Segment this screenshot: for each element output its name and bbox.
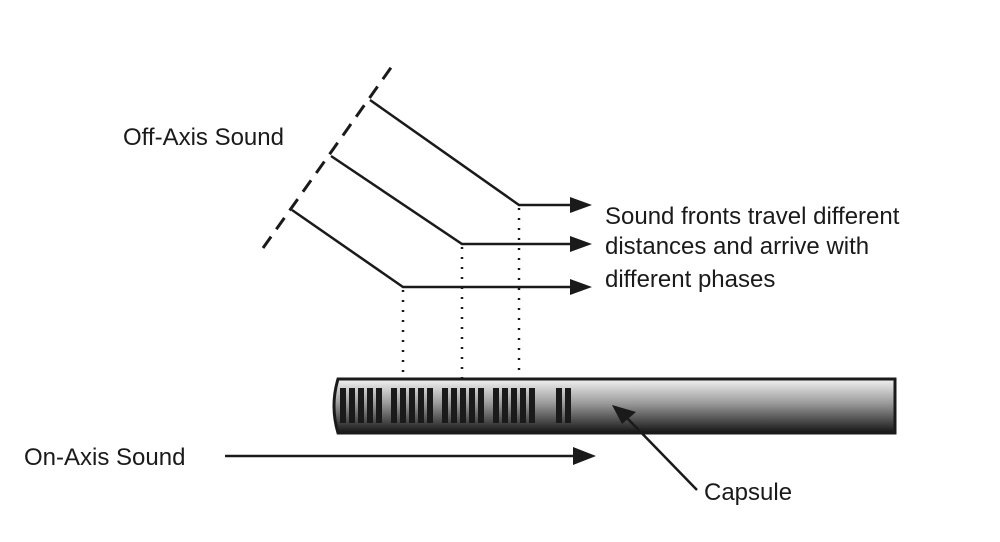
slot: [358, 388, 364, 423]
dotted-guides: [401, 208, 521, 378]
slot: [502, 388, 508, 423]
explanation-line-3: different phases: [605, 266, 776, 293]
slot: [418, 388, 424, 423]
arrow-head-2: [570, 236, 592, 252]
capsule-slot: [565, 388, 571, 423]
capsule-slot: [556, 388, 562, 423]
sound-path-1: [369, 98, 570, 207]
slot: [478, 388, 484, 423]
arrow-head-3: [570, 279, 592, 295]
slot: [460, 388, 466, 423]
slot: [391, 388, 397, 423]
arrow-head-1: [570, 197, 592, 213]
slot: [367, 388, 373, 423]
slot: [451, 388, 457, 423]
off-axis-label: Off-Axis Sound: [123, 124, 284, 151]
capsule-label: Capsule: [704, 479, 793, 506]
slot: [442, 388, 448, 423]
slot: [529, 388, 535, 423]
slot: [469, 388, 475, 423]
sound-path-2: [330, 154, 570, 246]
on-axis-arrow-head: [573, 447, 596, 465]
wavefront-dashed-line: [261, 61, 397, 249]
slot: [409, 388, 415, 423]
slot: [427, 388, 433, 423]
explanation-line-1: Sound fronts travel different: [605, 203, 900, 230]
explanation-line-2: distances and arrive with: [605, 233, 870, 260]
slot: [349, 388, 355, 423]
slot: [520, 388, 526, 423]
on-axis-label: On-Axis Sound: [24, 444, 186, 471]
capsule-pointer-head: [612, 405, 636, 424]
slot: [400, 388, 406, 423]
slot: [340, 388, 346, 423]
slot: [493, 388, 499, 423]
slot: [511, 388, 517, 423]
slot: [376, 388, 382, 423]
capsule-pointer-line: [626, 417, 698, 491]
sound-path-3: [291, 208, 570, 289]
interference-slots: [340, 388, 571, 423]
